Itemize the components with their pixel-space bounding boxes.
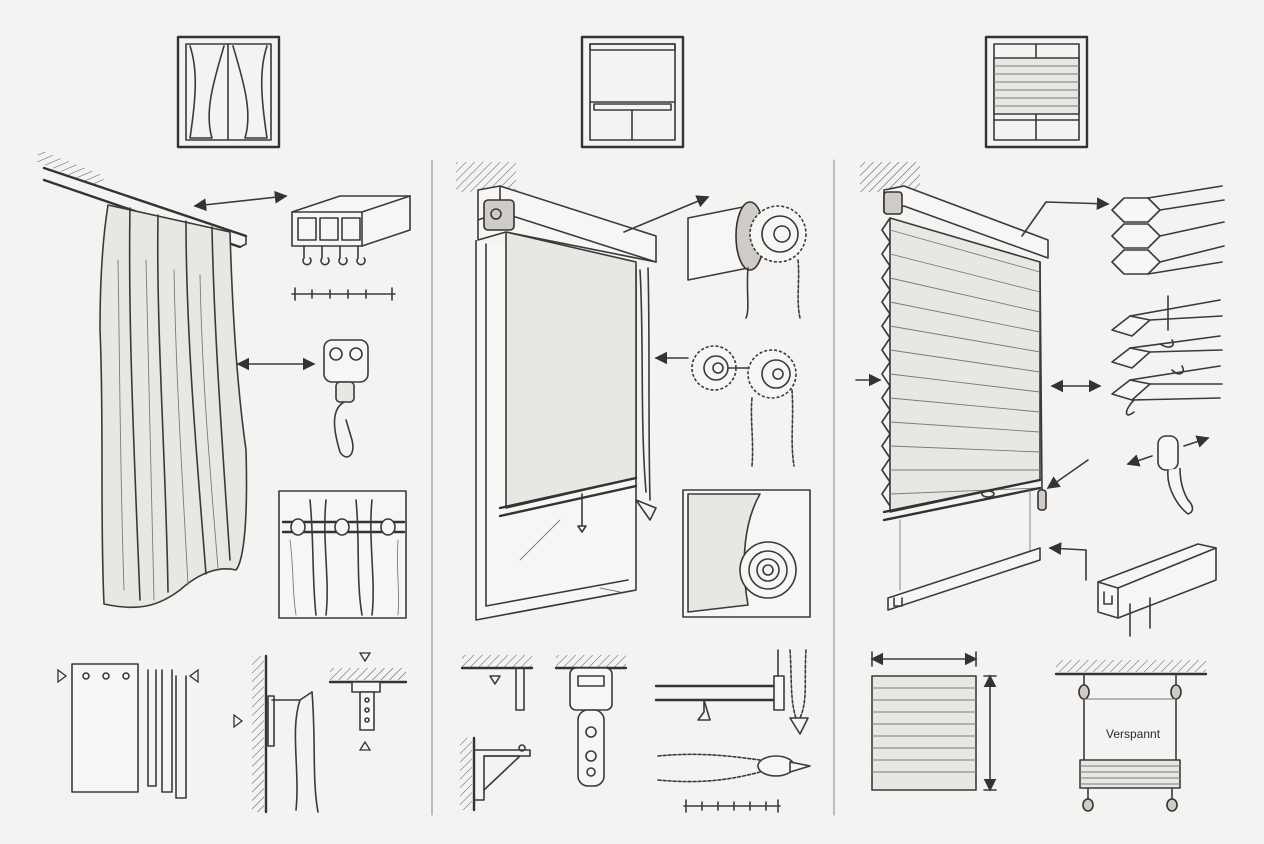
pleated-blind-main [860, 162, 1049, 611]
roller-bracket-top-mount [460, 655, 534, 711]
callout-arrow [193, 190, 288, 212]
roller-bracket-wall-mount [460, 736, 531, 812]
pleated-size-diagram [870, 651, 997, 792]
tensioned-mount-diagram [1054, 660, 1208, 812]
rail-profile-detail [291, 195, 411, 301]
wall-mounted-rod-diagram [233, 654, 319, 814]
callout-arrow [1021, 197, 1110, 237]
curtain-panel [99, 204, 248, 609]
pleat-cord-detail [1111, 295, 1223, 416]
roller-blind-main [456, 162, 657, 621]
chain-drive-detail [691, 345, 797, 467]
roller-tube-chain-detail [654, 649, 811, 813]
bottom-rail-profile-detail [1097, 543, 1217, 637]
fabric-roll-detail [682, 489, 811, 618]
callout-arrow [1046, 459, 1089, 489]
curtain-length-diagram [57, 663, 199, 799]
curtain-window-icon [176, 35, 281, 149]
roller-chain-bracket-detail [554, 655, 628, 787]
honeycomb-cell-detail [1111, 185, 1225, 275]
callout-arrow [1048, 542, 1087, 581]
callout-arrow [623, 195, 710, 233]
eyelet-curtain-detail [278, 490, 407, 619]
handle-detail [1126, 435, 1210, 515]
ceiling-bracket-diagram [328, 652, 408, 751]
glider-hook-detail [323, 339, 369, 458]
pleated-blind-window-icon [984, 35, 1089, 149]
roller-blind-window-icon [580, 35, 685, 149]
tensioned-label: Verspannt [1106, 727, 1161, 741]
chain-gear-detail [687, 201, 807, 319]
